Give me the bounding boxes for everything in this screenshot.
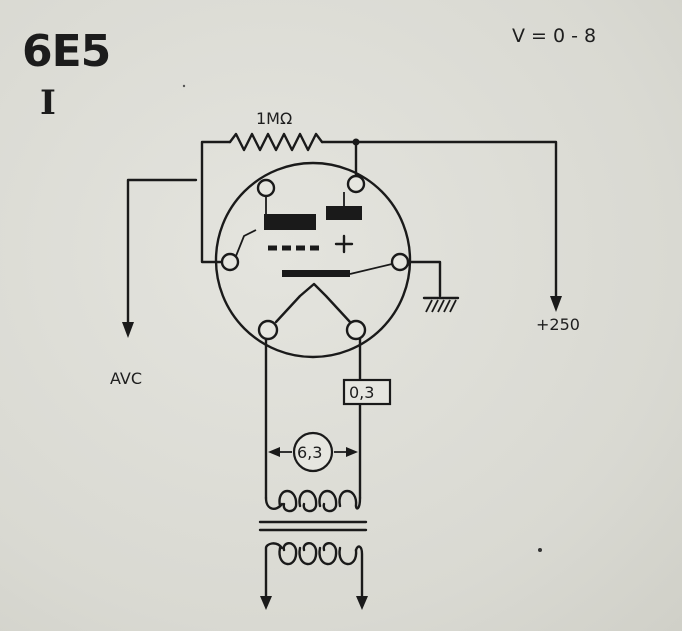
tube-cathode-electrode	[282, 270, 350, 277]
resistor-value-label: 1MΩ	[256, 109, 292, 128]
tube-heater-filament	[274, 282, 352, 324]
resistor-zigzag-icon	[228, 132, 324, 152]
ground-symbol-icon	[422, 296, 460, 313]
heater-wires	[264, 337, 362, 500]
avc-wire	[122, 178, 198, 338]
tube-target-electrode	[264, 214, 316, 230]
tube-pin-bottom-left	[257, 319, 279, 341]
arrow-down-icon	[550, 296, 562, 312]
voltage-range-label: V = 0 - 8	[512, 25, 596, 47]
heater-voltage-label: 6,3	[297, 443, 322, 462]
arrow-down-icon	[122, 322, 134, 338]
tube-pin-top-left	[256, 178, 276, 198]
tube-anode-electrode	[326, 206, 362, 220]
tube-pin-bottom-right	[345, 319, 367, 341]
tube-pin-top-right	[346, 174, 366, 194]
supply-voltage-label: +250	[536, 315, 580, 334]
heater-current-box	[342, 378, 392, 406]
arrow-down-icon	[356, 596, 368, 610]
print-speck	[538, 548, 542, 552]
tube-type-label: 6E5	[22, 26, 110, 77]
heater-current-label: 0,3	[349, 383, 374, 402]
avc-label: AVC	[110, 369, 142, 388]
tube-pin-left	[220, 252, 240, 272]
resistor-wire	[200, 132, 558, 302]
tube-numeral-label: I	[40, 83, 56, 123]
tube-pin-right	[390, 252, 410, 272]
arrow-down-icon	[260, 596, 272, 610]
heater-voltage-dimension	[268, 431, 358, 473]
supply-arrow	[550, 296, 562, 312]
transformer-icon	[258, 489, 368, 610]
print-speck	[182, 84, 186, 88]
ground-wire	[406, 260, 460, 313]
tube-envelope	[214, 161, 412, 359]
